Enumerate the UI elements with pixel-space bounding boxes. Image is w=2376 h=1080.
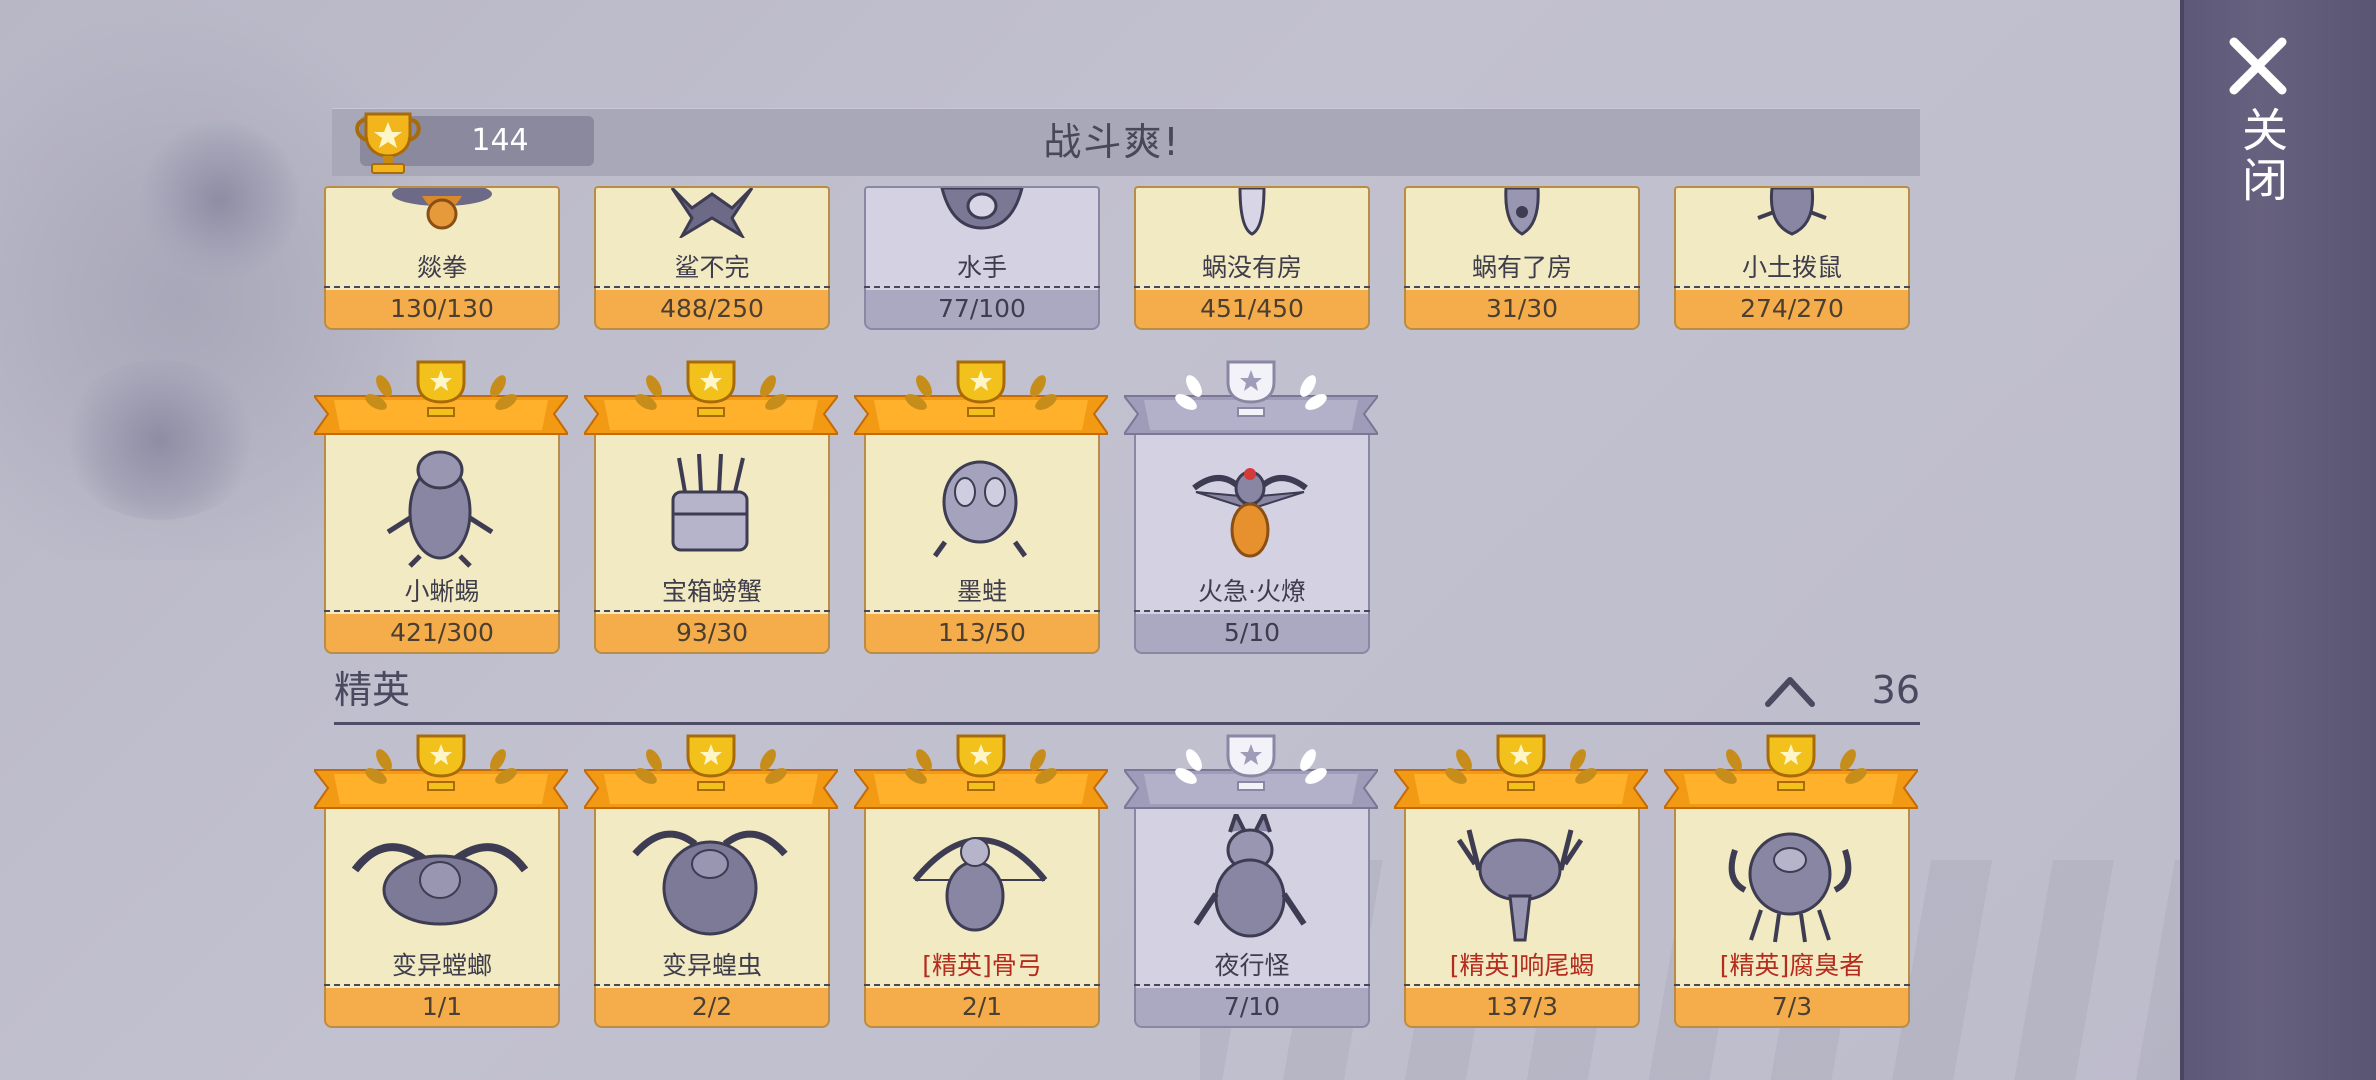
- close-button[interactable]: 关闭: [2235, 106, 2289, 206]
- card-count: 137/3: [1404, 988, 1640, 1028]
- card-count: 113/50: [864, 614, 1100, 654]
- card-count: 130/130: [324, 290, 560, 330]
- card-name: 变异蝗虫: [594, 946, 830, 986]
- monster-icon: [932, 460, 1028, 558]
- silver-trophy-ribbon-icon: [1124, 360, 1378, 435]
- monster-card[interactable]: 蜗有了房 31/30: [1400, 186, 1640, 330]
- card-name: 夜行怪: [1134, 946, 1370, 986]
- monster-card[interactable]: 变异螳螂 1/1: [314, 730, 568, 1028]
- card-count: 421/300: [324, 614, 560, 654]
- close-x-icon[interactable]: [2226, 34, 2290, 98]
- monster-icon: [1456, 829, 1584, 942]
- monster-card[interactable]: 夜行怪 7/10: [1124, 730, 1378, 1028]
- monster-icon: [1757, 188, 1827, 236]
- monster-icon: [632, 830, 788, 936]
- card-name: 燚拳: [324, 248, 560, 288]
- monster-icon: [1728, 832, 1852, 943]
- gold-trophy-ribbon-icon: [584, 734, 838, 809]
- monster-card[interactable]: [精英]响尾蝎 137/3: [1394, 730, 1648, 1028]
- monster-card[interactable]: 蜗没有房 451/450: [1130, 186, 1370, 330]
- card-count: 451/450: [1134, 290, 1370, 330]
- card-name: 小土拨鼠: [1674, 248, 1910, 288]
- gold-trophy-ribbon-icon: [314, 734, 568, 809]
- card-count: 93/30: [594, 614, 830, 654]
- trophy-icon: [352, 106, 424, 176]
- monster-card[interactable]: 燚拳 130/130: [320, 186, 560, 330]
- card-name: [精英]响尾蝎: [1404, 946, 1640, 986]
- monster-card[interactable]: 变异蝗虫 2/2: [584, 730, 838, 1028]
- monster-card[interactable]: 宝箱螃蟹 93/30: [584, 356, 838, 654]
- card-name: 火急·火燎: [1134, 572, 1370, 612]
- card-count: 5/10: [1134, 614, 1370, 654]
- monster-card[interactable]: 火急·火燎 5/10: [1124, 356, 1378, 654]
- card-name: 蜗有了房: [1404, 248, 1640, 288]
- card-name: 变异螳螂: [324, 946, 560, 986]
- card-name: 墨蛙: [864, 572, 1100, 612]
- card-count: 77/100: [864, 290, 1100, 330]
- monster-icon: [1192, 468, 1308, 558]
- monster-icon: [1238, 188, 1266, 236]
- card-count: 2/2: [594, 988, 830, 1028]
- background-tank: [60, 360, 260, 520]
- monster-card[interactable]: 水手 77/100: [860, 186, 1100, 330]
- monster-card[interactable]: 墨蛙 113/50: [854, 356, 1108, 654]
- card-count: 7/3: [1674, 988, 1910, 1028]
- gold-trophy-ribbon-icon: [1664, 734, 1918, 809]
- trophy-count: 144: [471, 123, 529, 158]
- monster-card[interactable]: 小蜥蜴 421/300: [314, 356, 568, 654]
- monster-card[interactable]: [精英]骨弓 2/1: [854, 730, 1108, 1028]
- monster-card[interactable]: [精英]腐臭者 7/3: [1664, 730, 1918, 1028]
- monster-icon: [912, 837, 1048, 932]
- gold-trophy-ribbon-icon: [584, 360, 838, 435]
- section-count: 36: [1871, 668, 1920, 712]
- card-name: 鲨不完: [594, 248, 830, 288]
- card-name: 水手: [864, 248, 1100, 288]
- card-name: 蜗没有房: [1134, 248, 1370, 288]
- side-panel: [2180, 0, 2376, 1080]
- card-count: 1/1: [324, 988, 560, 1028]
- card-count: 31/30: [1404, 290, 1640, 330]
- silver-trophy-ribbon-icon: [1124, 734, 1378, 809]
- card-count: 274/270: [1674, 290, 1910, 330]
- chevron-up-icon[interactable]: [1762, 670, 1818, 710]
- card-name: [精英]骨弓: [864, 946, 1100, 986]
- monster-icon: [671, 453, 749, 552]
- card-count: 488/250: [594, 290, 830, 330]
- monster-card[interactable]: 鲨不完 488/250: [590, 186, 830, 330]
- card-name: 宝箱螃蟹: [594, 572, 830, 612]
- gold-trophy-ribbon-icon: [1394, 734, 1648, 809]
- card-count: 2/1: [864, 988, 1100, 1028]
- section-divider: [334, 722, 1920, 725]
- card-name: 小蜥蜴: [324, 572, 560, 612]
- monster-icon: [940, 188, 1024, 230]
- gold-trophy-ribbon-icon: [854, 734, 1108, 809]
- card-name: [精英]腐臭者: [1674, 946, 1910, 986]
- section-title: 精英: [334, 668, 411, 712]
- monster-icon: [1504, 188, 1540, 236]
- page-title: 战斗爽!: [1043, 120, 1181, 164]
- monster-icon: [670, 188, 754, 238]
- monster-icon: [351, 843, 529, 926]
- background-creature: [140, 120, 300, 280]
- card-count: 7/10: [1134, 988, 1370, 1028]
- monster-icon: [386, 450, 494, 568]
- gold-trophy-ribbon-icon: [314, 360, 568, 435]
- monster-card[interactable]: 小土拨鼠 274/270: [1670, 186, 1910, 330]
- monster-icon: [392, 188, 492, 230]
- gold-trophy-ribbon-icon: [854, 360, 1108, 435]
- header-bar: [332, 108, 1920, 176]
- monster-icon: [1193, 814, 1307, 938]
